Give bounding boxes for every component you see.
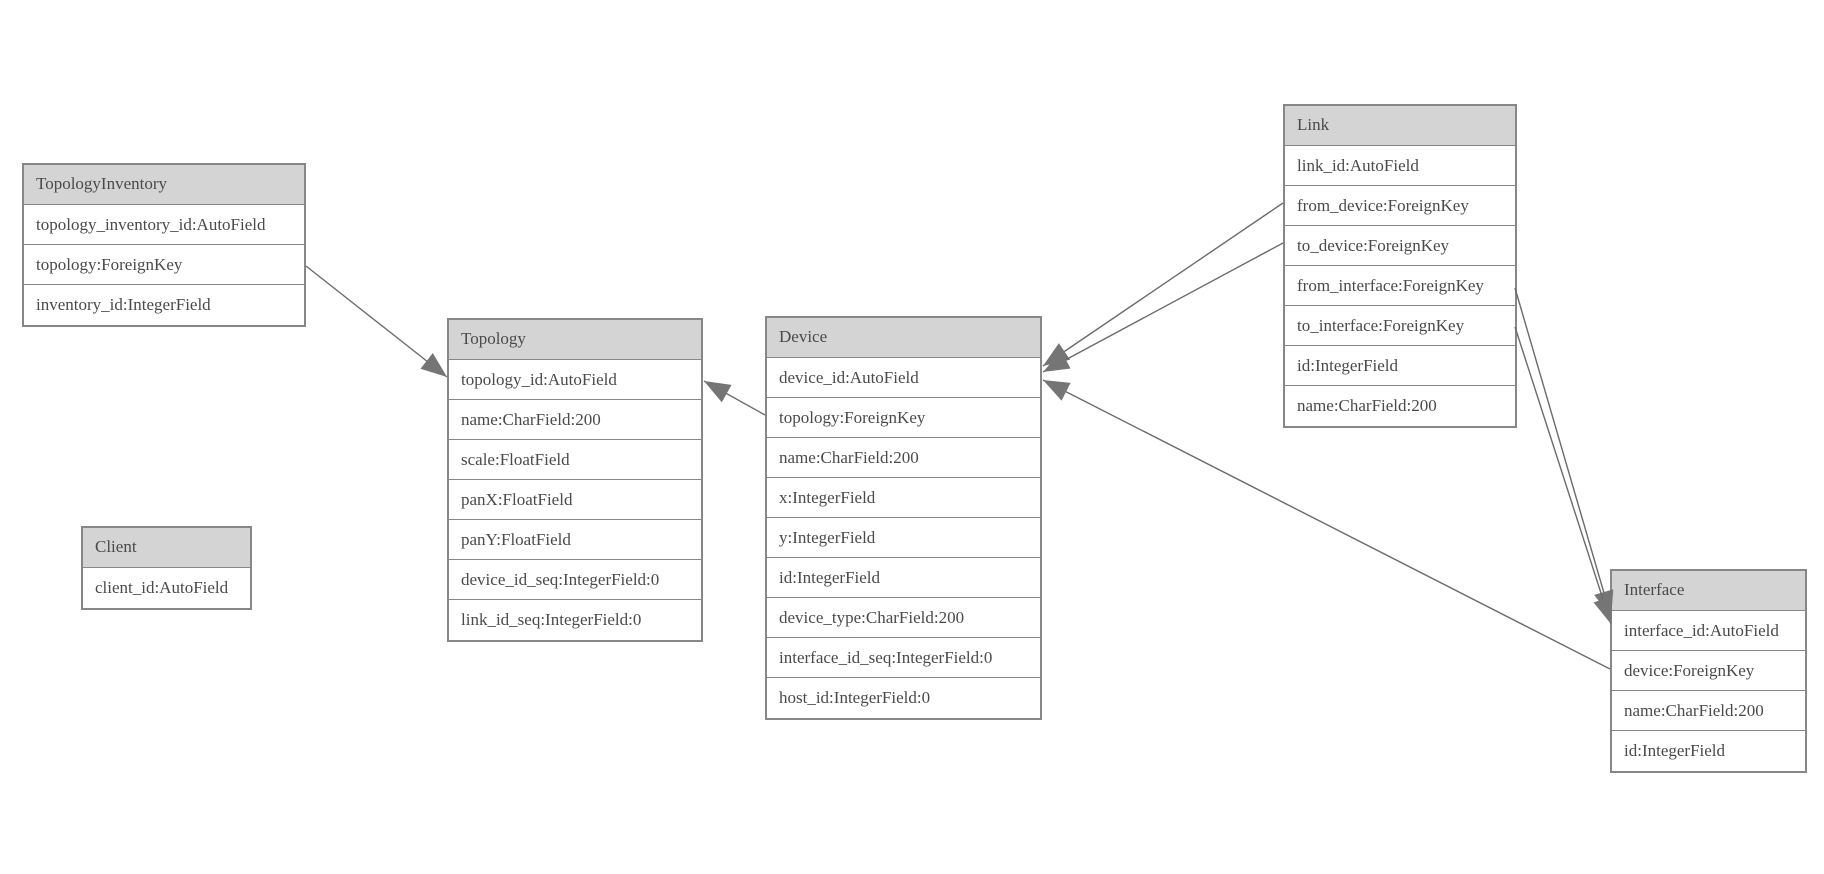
entity-interface-field: interface_id:AutoField <box>1612 611 1805 651</box>
entity-interface-field: id:IntegerField <box>1612 731 1805 771</box>
entity-link-field: from_interface:ForeignKey <box>1285 266 1515 306</box>
entity-topology-field: panY:FloatField <box>449 520 701 560</box>
edge-topologyinventory-topology <box>305 265 448 378</box>
entity-device-field: device_id:AutoField <box>767 358 1040 398</box>
edge-link-tointerface-interface <box>1514 326 1613 625</box>
entity-topology-field: device_id_seq:IntegerField:0 <box>449 560 701 600</box>
entity-topology-field: scale:FloatField <box>449 440 701 480</box>
entity-interface-field: name:CharField:200 <box>1612 691 1805 731</box>
entity-client: Client client_id:AutoField <box>81 526 252 610</box>
entity-topology-field: topology_id:AutoField <box>449 360 701 400</box>
entity-device-field: x:IntegerField <box>767 478 1040 518</box>
entity-device-title: Device <box>767 318 1040 358</box>
entity-topology-field: name:CharField:200 <box>449 400 701 440</box>
entity-device-field: topology:ForeignKey <box>767 398 1040 438</box>
edge-link-todevice-device <box>1042 242 1284 373</box>
entity-topology-field: link_id_seq:IntegerField:0 <box>449 600 701 640</box>
entity-topology: Topology topology_id:AutoField name:Char… <box>447 318 703 642</box>
entity-device-field: device_type:CharField:200 <box>767 598 1040 638</box>
entity-topologyinventory: TopologyInventory topology_inventory_id:… <box>22 163 306 327</box>
entity-link: Link link_id:AutoField from_device:Forei… <box>1283 104 1517 428</box>
entity-link-field: id:IntegerField <box>1285 346 1515 386</box>
entity-link-field: to_device:ForeignKey <box>1285 226 1515 266</box>
entity-topology-field: panX:FloatField <box>449 480 701 520</box>
entity-topologyinventory-title: TopologyInventory <box>24 165 304 205</box>
entity-topology-title: Topology <box>449 320 701 360</box>
edge-device-topology <box>703 380 766 416</box>
entity-device: Device device_id:AutoField topology:Fore… <box>765 316 1042 720</box>
entity-topologyinventory-field: topology:ForeignKey <box>24 245 304 285</box>
entity-interface-field: device:ForeignKey <box>1612 651 1805 691</box>
entity-link-field: link_id:AutoField <box>1285 146 1515 186</box>
entity-link-field: to_interface:ForeignKey <box>1285 306 1515 346</box>
entity-client-field: client_id:AutoField <box>83 568 250 608</box>
edge-link-frominterface-interface <box>1514 287 1614 618</box>
entity-device-field: y:IntegerField <box>767 518 1040 558</box>
entity-interface: Interface interface_id:AutoField device:… <box>1610 569 1807 773</box>
entity-client-title: Client <box>83 528 250 568</box>
edge-link-fromdevice-device <box>1042 202 1284 367</box>
entity-topologyinventory-field: topology_inventory_id:AutoField <box>24 205 304 245</box>
entity-device-field: name:CharField:200 <box>767 438 1040 478</box>
entity-interface-title: Interface <box>1612 571 1805 611</box>
entity-topologyinventory-field: inventory_id:IntegerField <box>24 285 304 325</box>
entity-device-field: interface_id_seq:IntegerField:0 <box>767 638 1040 678</box>
entity-link-field: from_device:ForeignKey <box>1285 186 1515 226</box>
entity-link-field: name:CharField:200 <box>1285 386 1515 426</box>
entity-device-field: id:IntegerField <box>767 558 1040 598</box>
entity-device-field: host_id:IntegerField:0 <box>767 678 1040 718</box>
entity-link-title: Link <box>1285 106 1515 146</box>
